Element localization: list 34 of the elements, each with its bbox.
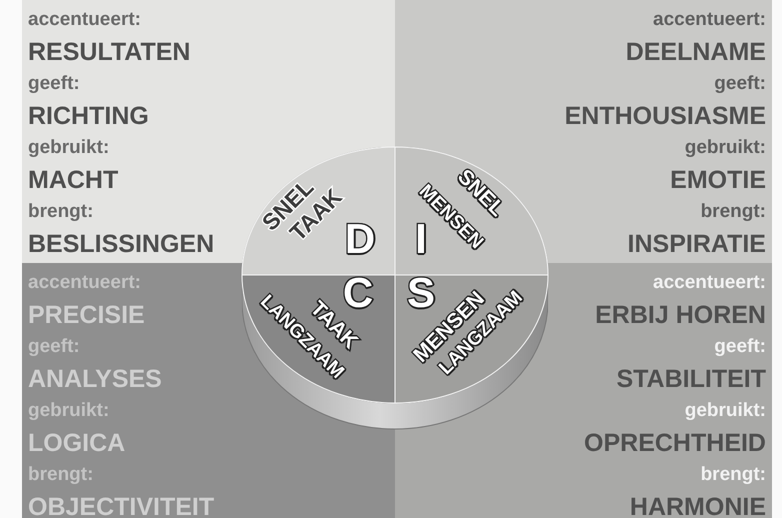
trait-value: EMOTIE	[670, 167, 766, 193]
disc-sector	[395, 147, 548, 275]
trait-value: BESLISSINGEN	[28, 231, 214, 257]
disc-sector	[242, 147, 395, 275]
trait-label: gebruikt:	[684, 399, 766, 423]
disc-drawing	[242, 147, 548, 431]
trait-value: OPRECHTHEID	[584, 430, 766, 456]
trait-label: gebruikt:	[684, 136, 766, 160]
trait-value: MACHT	[28, 167, 118, 193]
trait-value: RICHTING	[28, 103, 149, 129]
disc-sector	[242, 275, 395, 403]
trait-value: ERBIJ HOREN	[595, 302, 766, 328]
trait-value: STABILITEIT	[616, 366, 766, 392]
trait-value: ANALYSES	[28, 366, 162, 392]
trait-label: geeft:	[714, 72, 766, 96]
trait-value: INSPIRATIE	[628, 231, 766, 257]
trait-value: PRECISIE	[28, 302, 145, 328]
trait-label: accentueert:	[653, 271, 766, 295]
disc-letter: D	[344, 218, 376, 260]
trait-label: geeft:	[28, 72, 80, 96]
trait-value: ENTHOUSIASME	[564, 103, 766, 129]
trait-value: RESULTATEN	[28, 39, 190, 65]
trait-label: brengt:	[28, 200, 94, 224]
trait-value: HARMONIE	[630, 494, 766, 518]
trait-label: accentueert:	[28, 8, 141, 32]
trait-label: gebruikt:	[28, 136, 110, 160]
trait-label: brengt:	[700, 200, 766, 224]
disc-sector	[395, 275, 548, 403]
trait-value: LOGICA	[28, 430, 126, 456]
trait-label: accentueert:	[653, 8, 766, 32]
trait-label: brengt:	[700, 463, 766, 487]
trait-label: geeft:	[714, 335, 766, 359]
trait-value: DEELNAME	[626, 39, 766, 65]
trait-value: OBJECTIVITEIT	[28, 494, 214, 518]
